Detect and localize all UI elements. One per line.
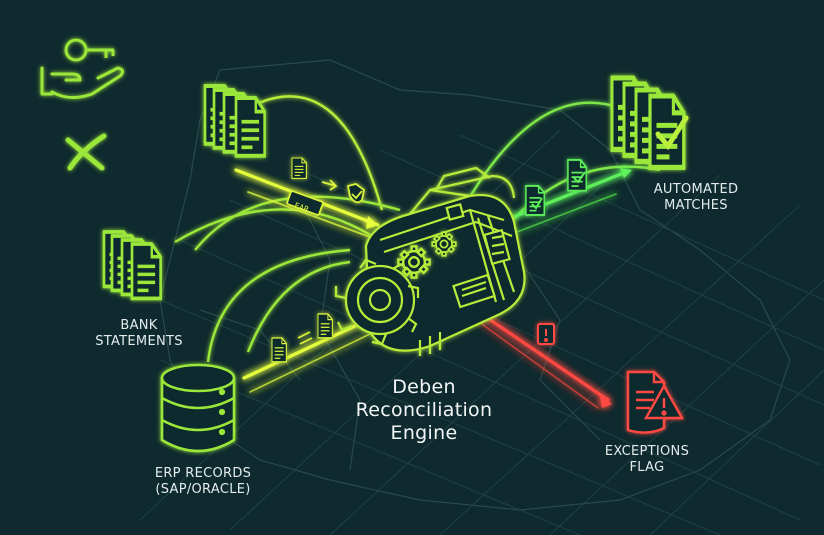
matches-label-line-1: AUTOMATED [630, 182, 762, 198]
bank-statements-document-stack-icon [104, 232, 161, 298]
exceptions-label-line-1: EXCEPTIONS [586, 444, 708, 460]
erp-label-line-1: ERP RECORDS [138, 466, 268, 482]
bottom-beam-packets [272, 314, 332, 362]
exceptions-warning-document-icon [628, 372, 682, 433]
automated-matches-label: AUTOMATED MATCHES [630, 182, 762, 214]
hand-icon [42, 68, 123, 98]
engine-label-line-2: Reconciliation [340, 399, 508, 422]
engine-label-line-1: Deben [340, 376, 508, 399]
engine-label: Deben Reconciliation Engine [340, 376, 508, 445]
erp-records-label: ERP RECORDS (SAP/ORACLE) [138, 466, 268, 498]
matches-label-line-2: MATCHES [630, 198, 762, 214]
exceptions-flag-label: EXCEPTIONS FLAG [586, 444, 708, 476]
exception-packet [538, 324, 554, 344]
erp-label-line-2: (SAP/ORACLE) [138, 482, 268, 498]
erp-database-icon [162, 365, 234, 451]
exceptions-label-line-2: FLAG [586, 460, 708, 476]
automated-matches-document-stack-icon [612, 78, 686, 167]
bank-label-line-1: BANK [84, 318, 194, 334]
match-packets [526, 160, 586, 215]
x-mark-icon [68, 136, 104, 168]
bank-statements-label: BANK STATEMENTS [84, 318, 194, 350]
engine-label-line-3: Engine [340, 422, 508, 445]
key-icon [66, 40, 114, 60]
bank-label-line-2: STATEMENTS [84, 334, 194, 350]
source-document-stack-icon [205, 86, 265, 156]
